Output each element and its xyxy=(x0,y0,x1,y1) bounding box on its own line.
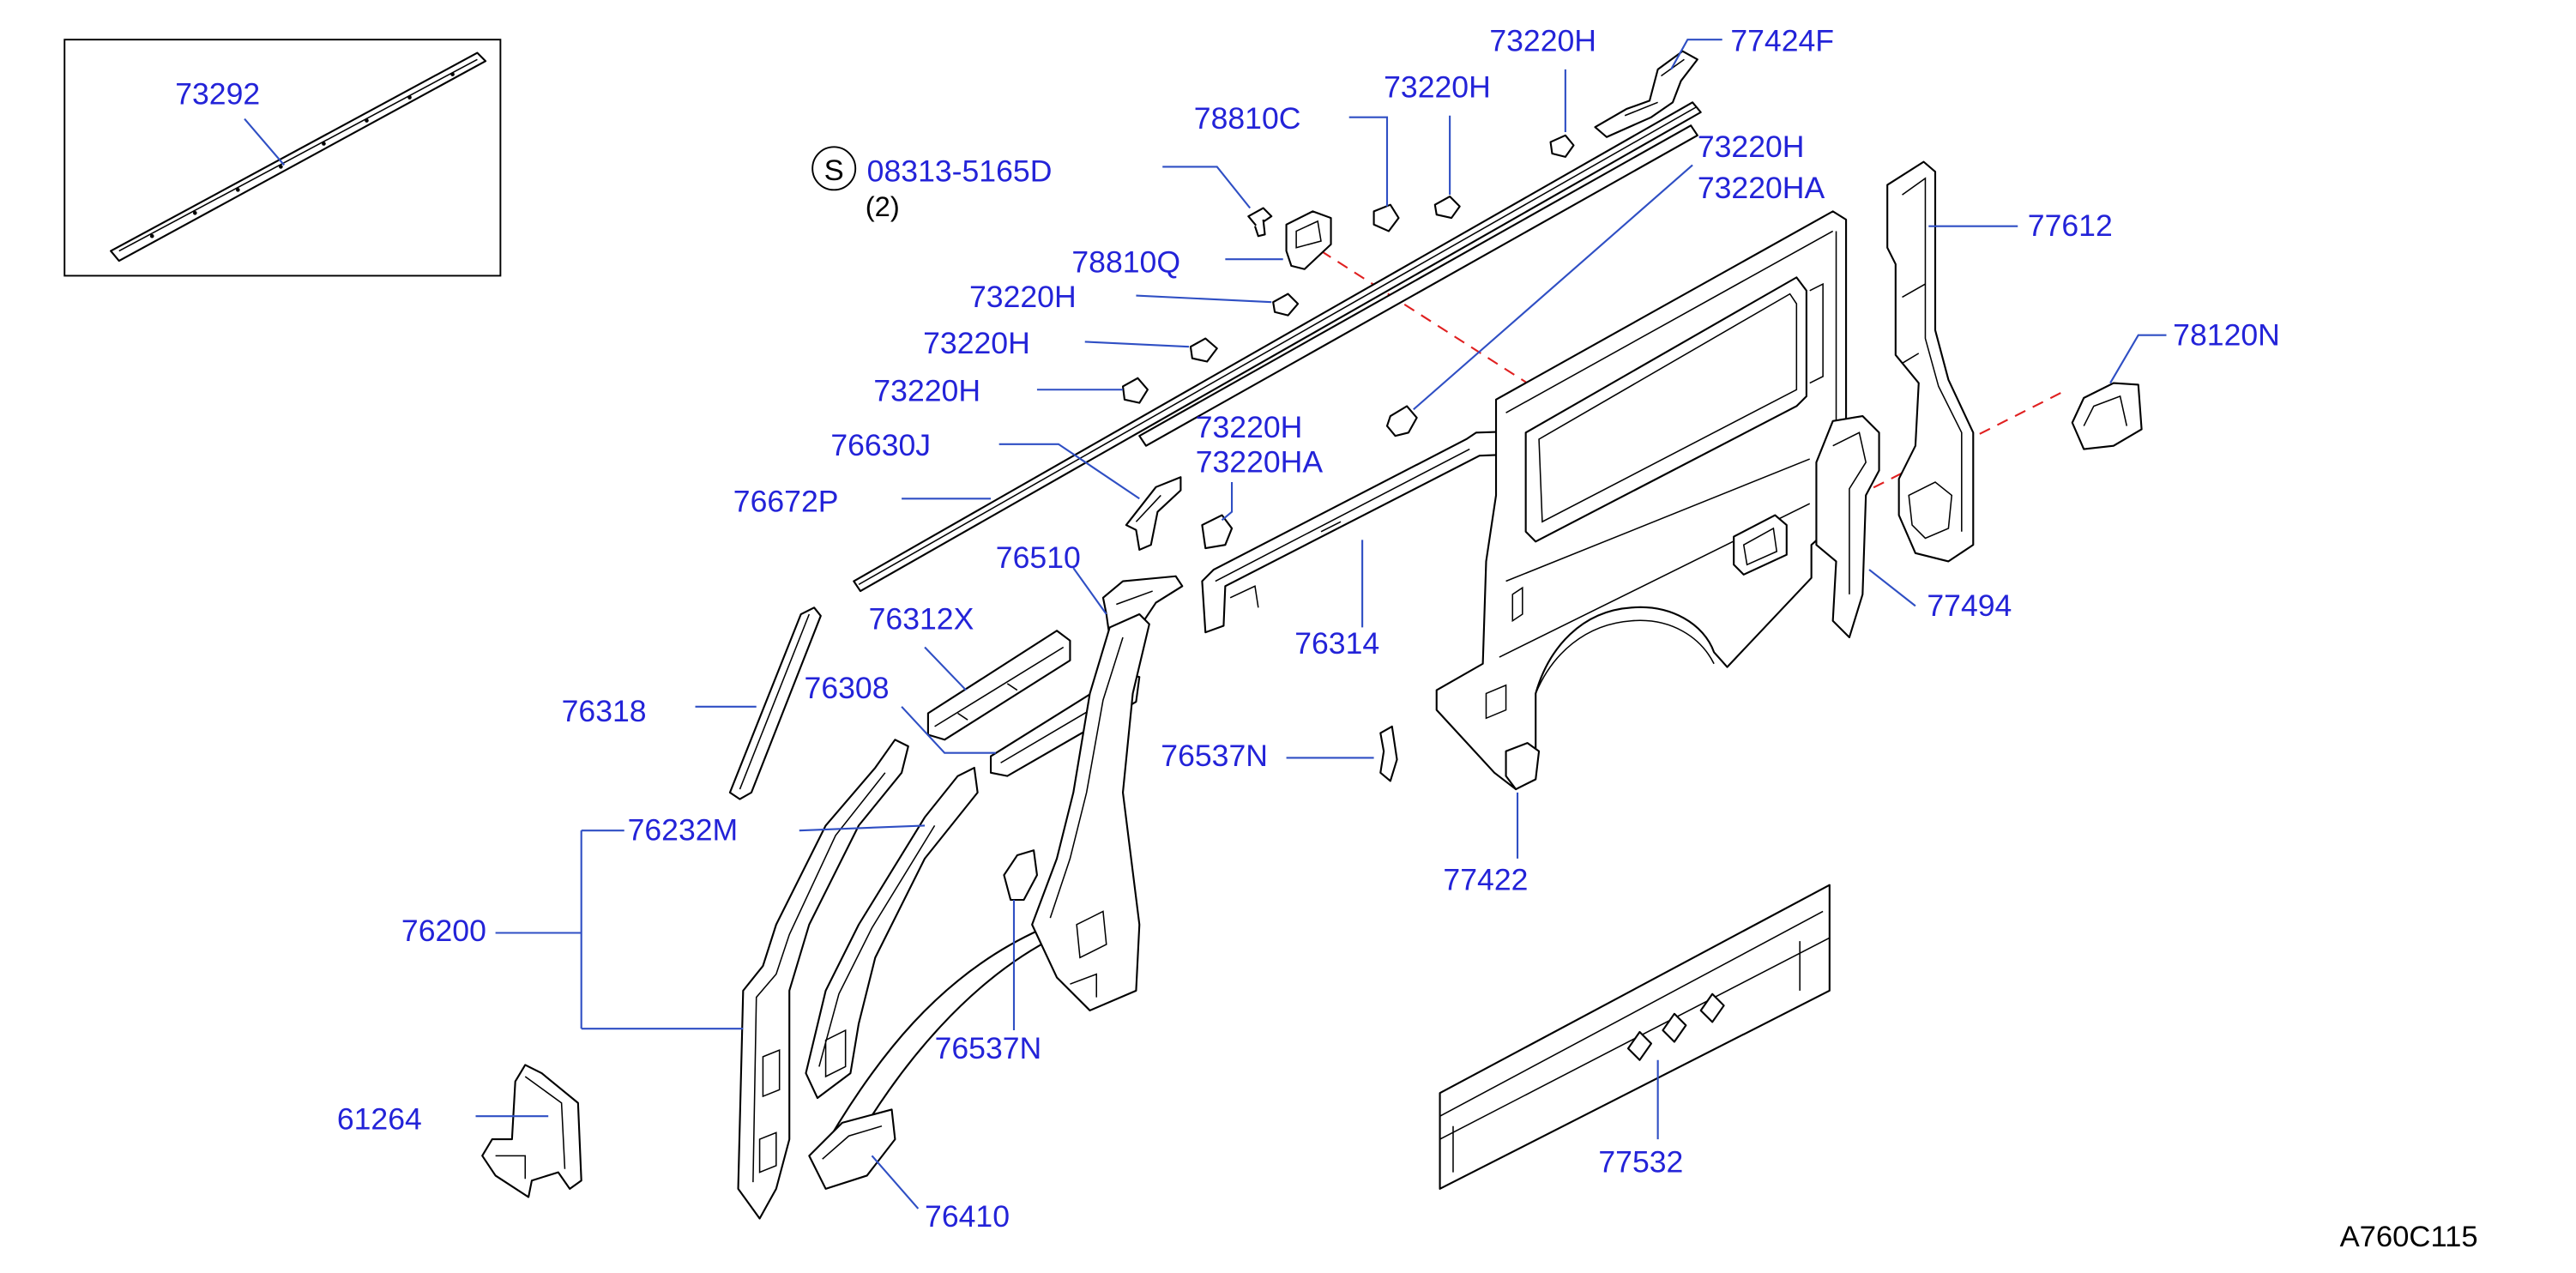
leader-line xyxy=(998,443,1140,500)
callout-label: 77612 xyxy=(2028,208,2113,243)
callout-label: 73220HA xyxy=(1698,171,1825,205)
part-drawing-78120N xyxy=(2071,382,2143,450)
leader-line xyxy=(2109,334,2167,384)
inset-frame xyxy=(63,39,502,277)
callout-label: 78810Q xyxy=(1071,245,1180,280)
leader-line xyxy=(1072,567,1107,615)
callout-label: 76318 xyxy=(562,694,647,728)
inset-panel: 73292 xyxy=(63,39,502,277)
clip-drawing xyxy=(1121,377,1149,404)
part-drawing-77494 xyxy=(1815,414,1880,639)
part-drawing-76537N xyxy=(1379,725,1398,782)
clip-drawing xyxy=(1372,203,1400,232)
clip-drawing xyxy=(1385,405,1418,437)
callout-label: 61264 xyxy=(337,1102,422,1137)
fastener-callout: S 08313-5165D (2) xyxy=(811,146,1273,238)
callout-label: 76232M xyxy=(628,813,739,848)
clip-drawing xyxy=(1189,337,1218,363)
leader-line xyxy=(901,706,996,754)
leader-line xyxy=(1413,164,1693,411)
leader-line xyxy=(1670,39,1722,70)
screw-drawing xyxy=(1247,207,1273,238)
leader-line xyxy=(871,1155,920,1210)
leader-line xyxy=(244,118,286,166)
part-drawing-77424F xyxy=(1594,50,1698,138)
callout-label: 73220H xyxy=(1489,24,1596,58)
callout-label: 77422 xyxy=(1443,862,1528,896)
callout-label: 76312X xyxy=(869,601,974,636)
callout-label: 77494 xyxy=(1927,588,2012,623)
clip-drawing xyxy=(1549,134,1575,158)
callout-label: 76308 xyxy=(805,671,890,705)
part-drawing-76672P xyxy=(853,101,1702,593)
screw-symbol: S xyxy=(824,154,844,187)
callout-label: 76314 xyxy=(1294,626,1379,661)
inner-pillar-drawing xyxy=(816,612,1150,1167)
part-drawing-61264 xyxy=(481,1064,582,1198)
part-drawing-76630J xyxy=(1125,476,1182,552)
fastener-quantity: (2) xyxy=(866,190,900,222)
part-drawing-78810Q xyxy=(1285,210,1332,270)
part-drawing-77612 xyxy=(1886,160,1975,563)
callout-label: 76410 xyxy=(925,1199,1010,1234)
part-drawing-76537N xyxy=(1003,849,1038,902)
leader-line xyxy=(924,646,967,691)
callout-label: 76200 xyxy=(401,914,486,948)
callout-label: 76672P xyxy=(733,485,839,519)
callout-label: 76537N xyxy=(1161,739,1268,773)
leader-line xyxy=(1084,341,1190,348)
clip-drawing xyxy=(1201,514,1234,550)
leader-line xyxy=(799,824,926,832)
clip-drawing xyxy=(1272,293,1300,317)
callout-label: 73220H xyxy=(923,326,1030,360)
clip-drawing xyxy=(1433,195,1461,220)
screw-symbol-circle xyxy=(811,146,857,191)
leader-line xyxy=(1868,569,1916,607)
callout-label: 73220HA xyxy=(1196,444,1324,479)
callout-label: 73220H xyxy=(1384,70,1491,105)
part-drawing-76318 xyxy=(728,606,822,800)
group-bracket-line xyxy=(495,830,744,1030)
fastener-part-number: 08313-5165D xyxy=(867,154,1053,189)
callout-label: 76537N xyxy=(935,1031,1042,1065)
callout-label: 78810C xyxy=(1194,101,1301,136)
leader-line xyxy=(1136,294,1272,304)
callout-label: 76510 xyxy=(996,540,1081,575)
callout-label: 73220H xyxy=(969,280,1077,314)
inset-strip-drawing xyxy=(110,51,487,262)
callout-label: 77532 xyxy=(1598,1145,1683,1179)
callout-label: 73220H xyxy=(873,374,980,408)
callout-label: 77424F xyxy=(1730,24,1834,58)
part-drawing-77422 xyxy=(1505,742,1541,791)
leader-line xyxy=(1162,166,1252,209)
part-drawing-76232M xyxy=(737,739,979,1220)
side-panel-drawing xyxy=(1435,210,1848,791)
callout-label: 73220H xyxy=(1196,410,1303,444)
callout-label: 76630J xyxy=(830,428,931,462)
leader-line xyxy=(1348,116,1389,207)
part-drawing-76410 xyxy=(808,1108,896,1190)
diagram-code: A760C115 xyxy=(2340,1221,2478,1253)
part-drawing-77532 xyxy=(1439,884,1831,1190)
leader-line xyxy=(1221,482,1234,522)
callout-label: 73292 xyxy=(175,76,260,111)
callout-label: 73220H xyxy=(1698,130,1805,164)
callout-label: 78120N xyxy=(2173,317,2280,352)
